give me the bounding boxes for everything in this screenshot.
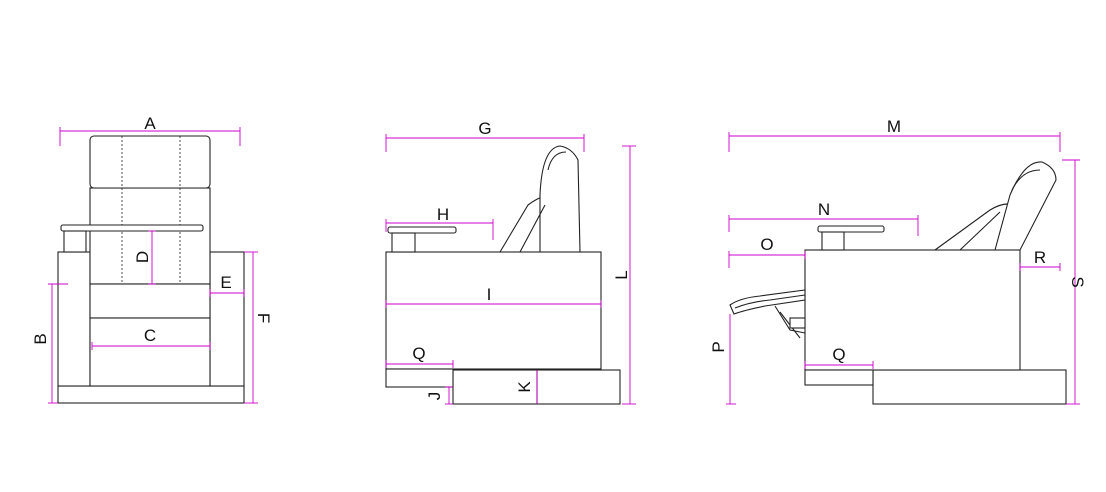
side-tray [387, 226, 457, 234]
reclined-footrest [872, 369, 1067, 405]
label-R: R [1034, 248, 1046, 267]
front-tray-post [63, 230, 87, 253]
front-dimensions [48, 127, 258, 404]
label-M: M [887, 117, 901, 136]
front-tray [60, 224, 204, 232]
label-Q-reclined: Q [832, 345, 845, 364]
label-G: G [478, 119, 491, 138]
side-body [385, 251, 602, 370]
front-left-arm [57, 251, 91, 387]
side-lower-base [385, 368, 454, 388]
label-K: K [515, 381, 534, 393]
label-A: A [144, 114, 156, 133]
reclined-view: M N O P Q R S [709, 117, 1087, 405]
front-seat [89, 283, 211, 319]
side-back-cushion-2 [539, 145, 581, 253]
reclined-lower-base [804, 369, 874, 386]
label-N: N [818, 200, 830, 219]
front-view: A B C D E F [31, 114, 273, 404]
label-D: D [133, 251, 152, 263]
reclined-tray-post [821, 231, 845, 251]
side-view: G H I J K L Q [385, 119, 636, 405]
reclined-tray [817, 225, 885, 233]
label-F: F [254, 313, 273, 323]
label-I: I [487, 285, 492, 304]
reclined-back-cushion-2 [994, 161, 1057, 251]
reclined-legrest [729, 289, 806, 315]
label-C: C [144, 326, 156, 345]
label-H: H [437, 205, 449, 224]
label-L: L [612, 270, 631, 279]
reclined-dimensions [726, 132, 1080, 405]
label-B: B [31, 333, 50, 344]
label-E: E [220, 273, 231, 292]
front-backrest [89, 187, 211, 285]
side-tray-post [391, 232, 416, 253]
label-Q-side: Q [412, 344, 425, 363]
reclined-linkage [789, 317, 806, 329]
label-O: O [760, 235, 773, 254]
front-headrest [89, 135, 211, 189]
label-S: S [1068, 276, 1087, 287]
label-J: J [425, 392, 444, 401]
label-P: P [709, 341, 728, 352]
reclined-body [804, 249, 1021, 371]
front-base [57, 385, 245, 404]
front-seat-base [89, 317, 211, 387]
front-right-arm [209, 251, 245, 387]
side-dimensions [385, 134, 636, 405]
